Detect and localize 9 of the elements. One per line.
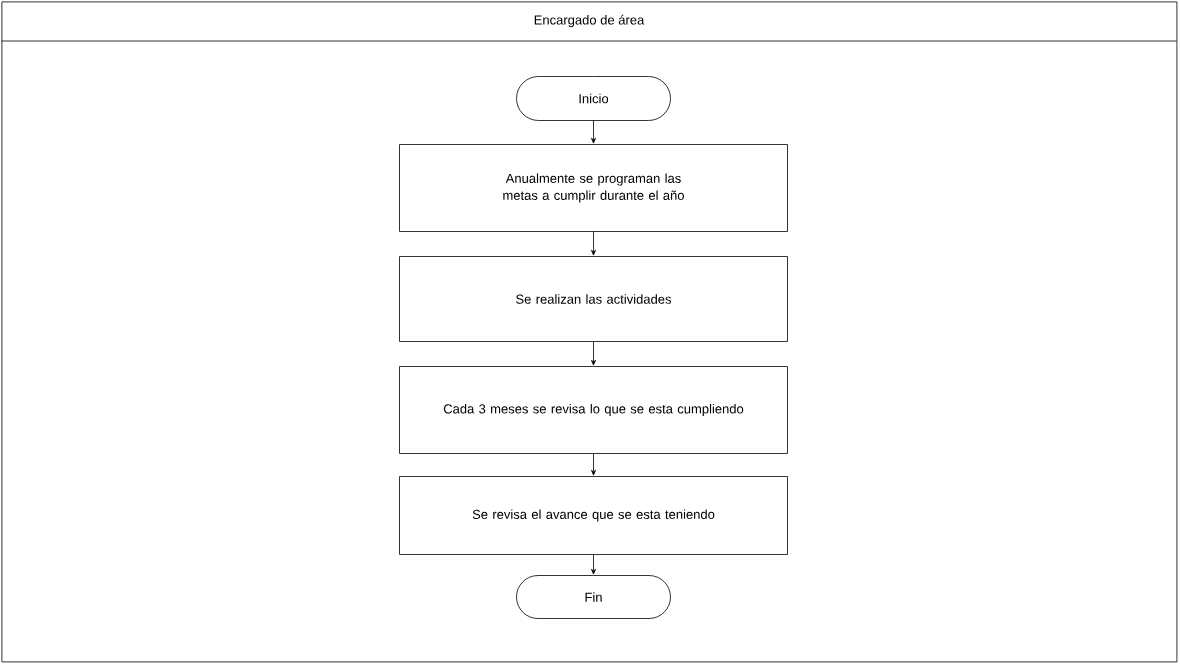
arrow — [591, 231, 596, 256]
arrow — [591, 453, 596, 476]
process-box: Cada 3 meses se revisa lo que se esta cumpliendo — [399, 366, 788, 454]
process-box: Anualmente se programan las metas a cumplir durante el año — [399, 144, 788, 232]
process-box: Se revisa el avance que se esta teniendo — [399, 476, 788, 555]
arrow — [591, 341, 596, 366]
process-box: Se realizan las actividades — [399, 256, 788, 342]
arrow — [591, 120, 596, 144]
arrow — [591, 554, 596, 575]
